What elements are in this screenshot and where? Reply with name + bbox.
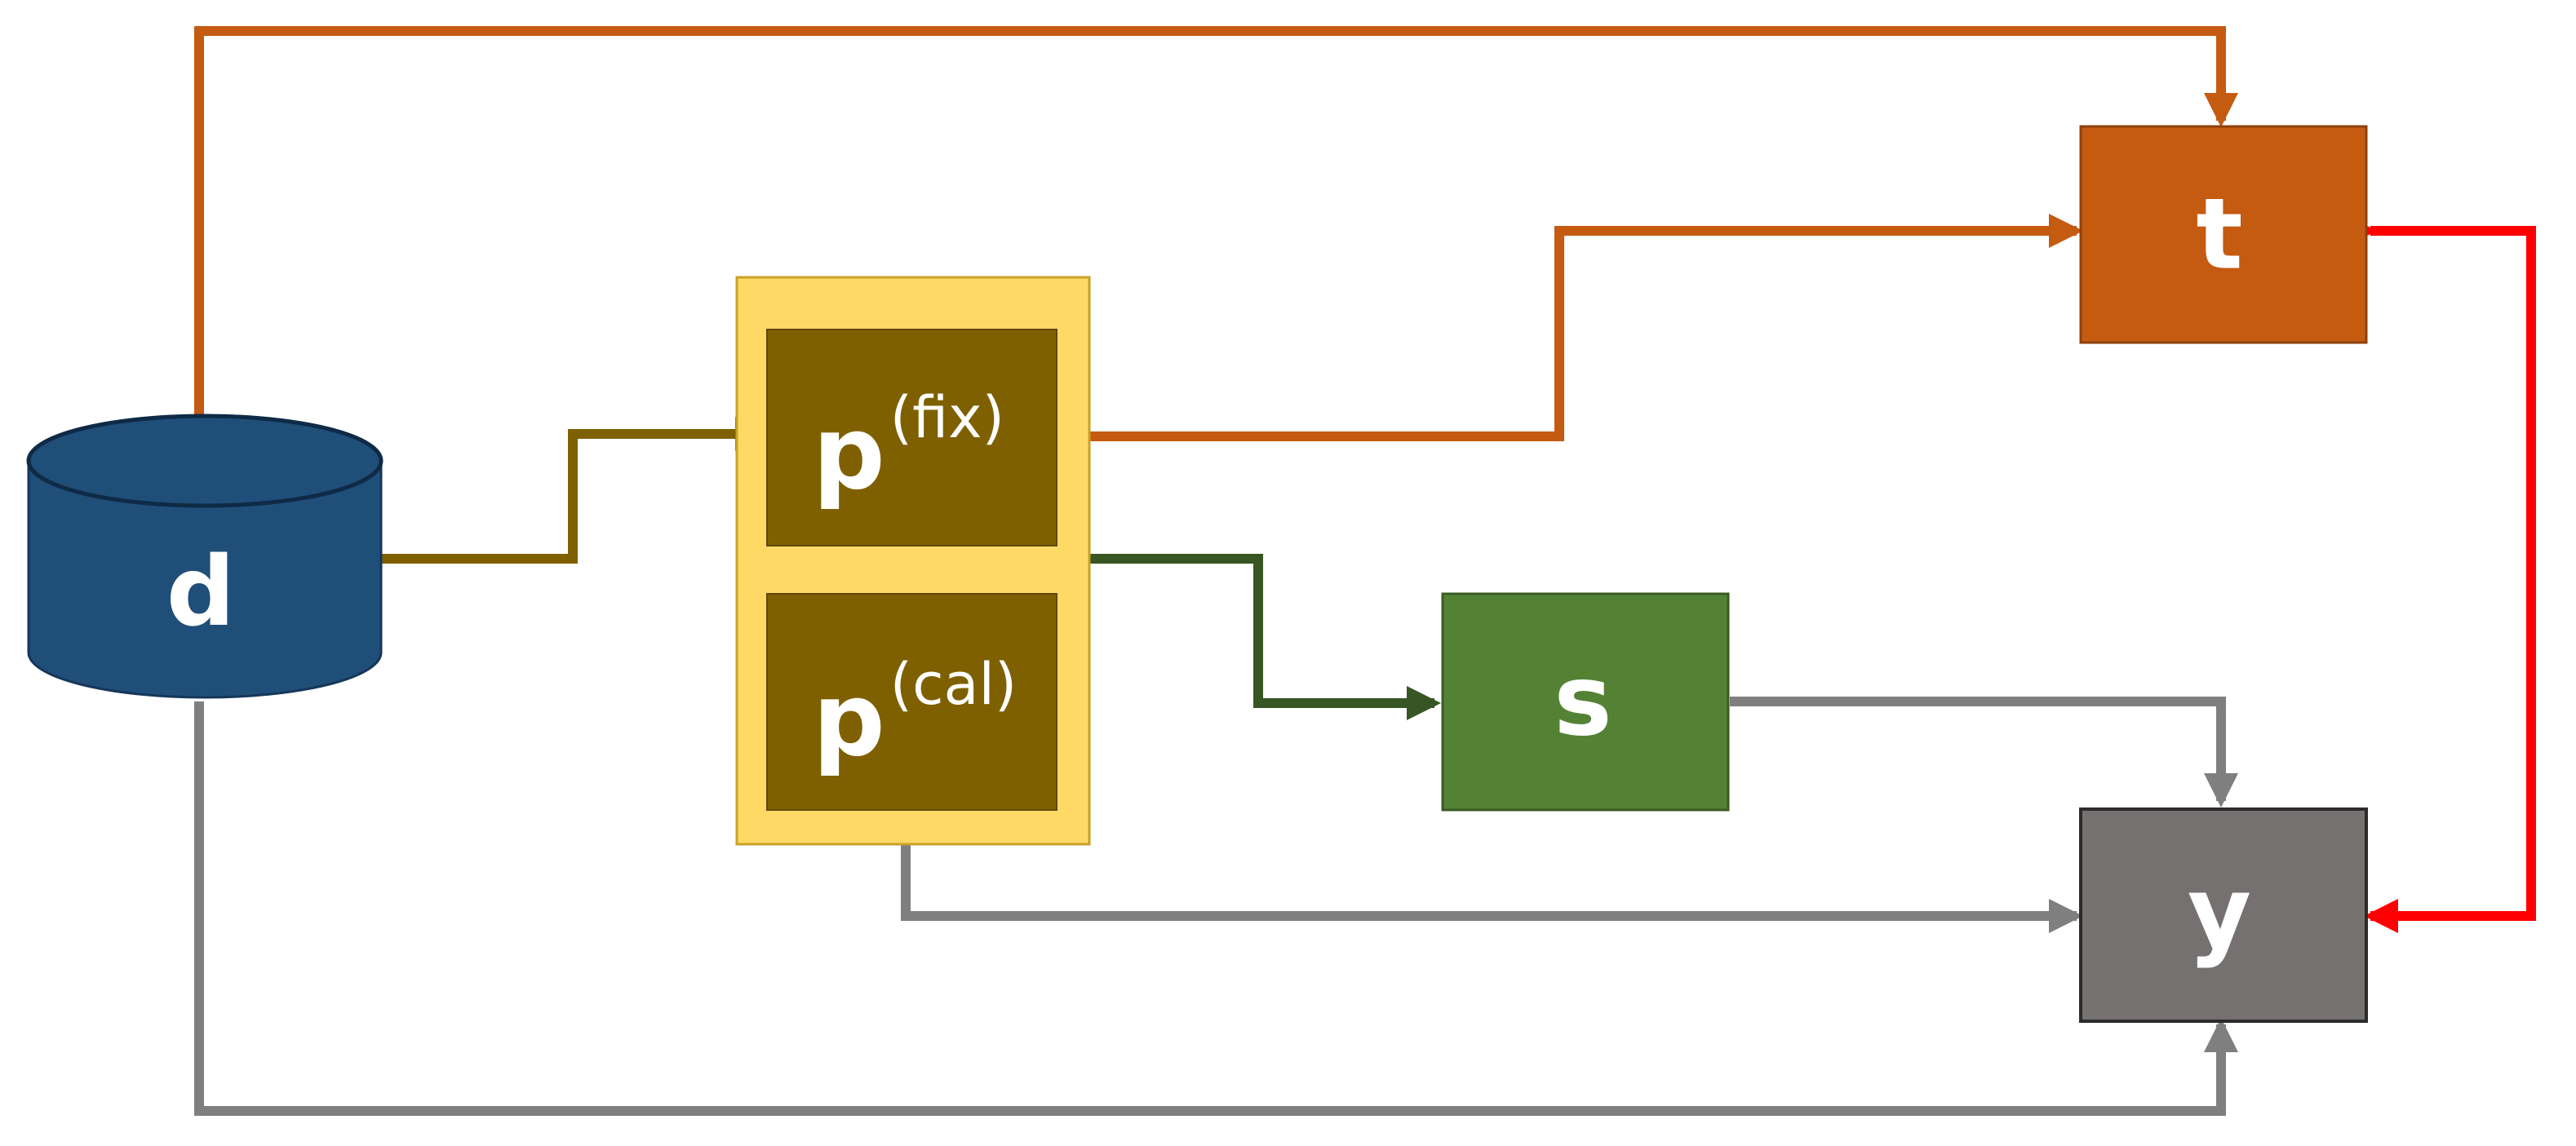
node-p-fix-box [766, 329, 1057, 546]
node-d: d [26, 414, 384, 699]
node-p-fix-label: p(fix) [813, 384, 1004, 512]
edge-s-to-y [1730, 697, 2238, 808]
node-p-cal-box [766, 593, 1057, 811]
node-p-cal-label: p(cal) [813, 651, 1017, 779]
edge-p-to-s [1087, 554, 1441, 720]
node-d-label: d [166, 535, 235, 648]
node-t-box [2079, 125, 2368, 344]
cylinder-top [26, 414, 384, 508]
edges [194, 26, 2536, 1116]
edge-p-cal-to-y [901, 840, 2083, 933]
node-s-label: s [1554, 645, 1612, 759]
node-p-cal: p(cal) [766, 593, 1057, 811]
node-y: y [2079, 808, 2368, 1023]
edge-t-y-bidirectional [2343, 214, 2536, 933]
node-s: s [1441, 592, 1730, 812]
node-p-fix-superscript: (fix) [890, 384, 1004, 451]
node-s-box [1441, 592, 1730, 812]
edge-d-to-y [194, 701, 2238, 1116]
cylinder-body [27, 459, 383, 699]
node-y-box [2079, 808, 2368, 1023]
edge-d-to-p-fix [382, 417, 769, 564]
node-p-fix: p(fix) [766, 329, 1057, 546]
edge-d-to-t [194, 26, 2238, 420]
node-p-cal-superscript: (cal) [890, 651, 1017, 718]
node-t: t [2079, 125, 2368, 344]
edge-p-fix-to-t [1053, 214, 2083, 441]
node-t-label: t [2196, 179, 2242, 292]
node-y-label: y [2188, 857, 2251, 971]
